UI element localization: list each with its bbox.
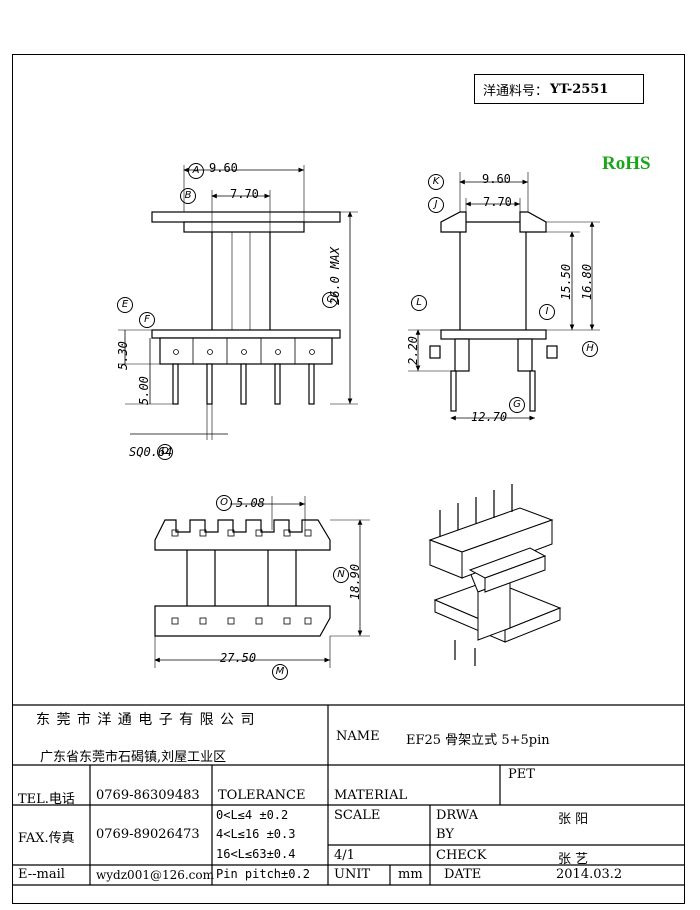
material-label: MATERIAL bbox=[334, 788, 408, 803]
company-name: 东 莞 市 洋 通 电 子 有 限 公 司 bbox=[36, 712, 256, 728]
part-number-label: 洋通料号： bbox=[483, 83, 549, 99]
dim-k-value: 9.60 bbox=[482, 172, 511, 186]
dim-b-value: 7.70 bbox=[230, 187, 259, 201]
marker-k: K bbox=[428, 174, 444, 190]
email-value: wydz001@126.com bbox=[96, 868, 215, 882]
date-value: 2014.03.2 bbox=[556, 867, 623, 882]
company-address: 广东省东莞市石碣镇,刘屋工业区 bbox=[40, 750, 227, 765]
tel-label: TEL.电话 bbox=[18, 792, 75, 807]
marker-n: N bbox=[333, 567, 349, 583]
drwa-label: DRWA bbox=[436, 808, 479, 823]
side-view bbox=[408, 172, 600, 421]
check-value: 张 艺 bbox=[558, 852, 589, 867]
front-view bbox=[118, 165, 358, 440]
marker-e: E bbox=[117, 297, 133, 313]
marker-g: G bbox=[509, 397, 525, 413]
marker-f: F bbox=[139, 312, 155, 328]
by-label: BY bbox=[436, 827, 454, 842]
unit-label: UNIT bbox=[334, 867, 371, 882]
dim-m-value: 27.50 bbox=[220, 651, 257, 665]
email-label: E--mail bbox=[18, 867, 65, 882]
fax-value: 0769-89026473 bbox=[96, 827, 200, 842]
marker-d: D bbox=[157, 444, 173, 460]
marker-m: M bbox=[272, 664, 288, 680]
dim-g-value: 12.70 bbox=[471, 410, 508, 424]
tolerance-line-1: 0<L≤4 ±0.2 bbox=[216, 808, 289, 822]
material-value: PET bbox=[508, 767, 535, 782]
check-label: CHECK bbox=[436, 848, 487, 863]
tolerance-label: TOLERANCE bbox=[218, 788, 306, 803]
dim-j-value: 7.70 bbox=[483, 195, 512, 209]
marker-j: J bbox=[428, 197, 444, 213]
drwa-value: 张 阳 bbox=[558, 812, 589, 827]
isometric-view bbox=[428, 484, 562, 666]
rohs-mark: RoHS bbox=[602, 153, 651, 174]
name-value: EF25 骨架立式 5+5pin bbox=[406, 733, 550, 748]
unit-value: mm bbox=[398, 867, 423, 882]
part-number-value: YT-2551 bbox=[550, 81, 609, 97]
tolerance-line-3: 16<L≤63±0.4 bbox=[216, 847, 296, 861]
name-label: NAME bbox=[336, 729, 380, 744]
marker-l: L bbox=[411, 295, 427, 311]
fax-label: FAX.传真 bbox=[18, 831, 75, 846]
marker-a: A bbox=[188, 163, 204, 179]
tolerance-line-4: Pin pitch±0.2 bbox=[216, 867, 310, 881]
dim-o-value: 5.08 bbox=[236, 496, 265, 510]
marker-i: I bbox=[539, 304, 555, 320]
dim-a-value: 9.60 bbox=[209, 161, 238, 175]
date-label: DATE bbox=[444, 867, 482, 882]
scale-label: SCALE bbox=[334, 808, 381, 823]
marker-o: O bbox=[216, 495, 232, 511]
drawing-sheet-border bbox=[12, 54, 685, 904]
tolerance-line-2: 4<L≤16 ±0.3 bbox=[216, 827, 296, 841]
scale-value: 4/1 bbox=[334, 848, 355, 863]
marker-h: H bbox=[582, 341, 598, 357]
marker-c: C bbox=[322, 292, 338, 308]
bottom-view bbox=[154, 496, 370, 668]
tel-value: 0769-86309483 bbox=[96, 788, 200, 803]
marker-b: B bbox=[180, 188, 196, 204]
part-number-box: 洋通料号： YT-2551 bbox=[474, 74, 644, 104]
